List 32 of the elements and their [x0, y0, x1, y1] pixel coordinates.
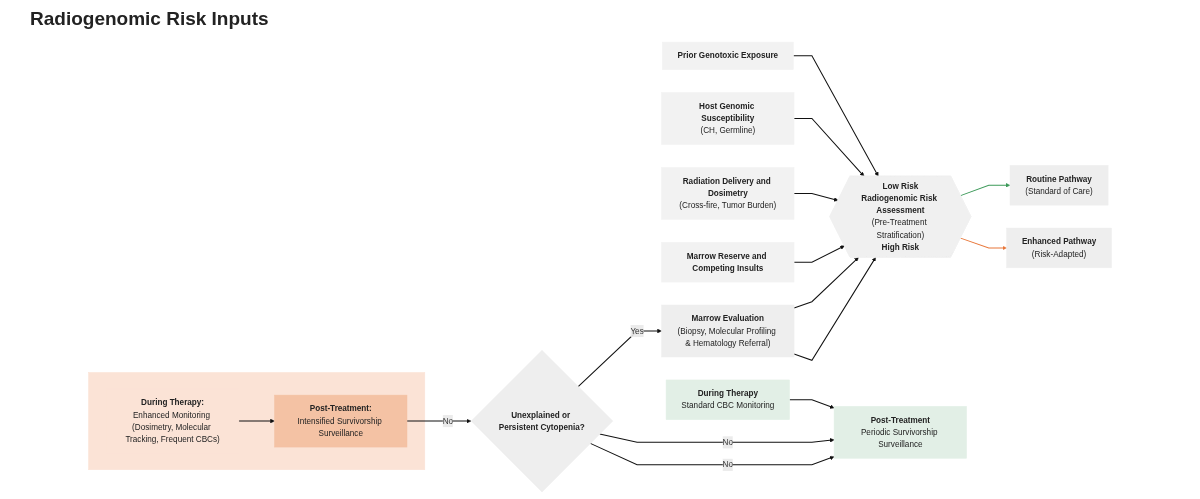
arrow	[589, 442, 835, 466]
node-box: Marrow Reserve and Competing Insults	[661, 242, 795, 283]
node-box: Marrow Evaluation (Biopsy, Molecular Profiling & Hematology Referral)	[661, 304, 795, 358]
arrow	[789, 399, 835, 409]
edge-label: No	[722, 437, 734, 447]
node-box: During Therapy Standard CBC Monitoring	[665, 379, 790, 420]
node-box: Routine Pathway (Standard of Care)	[1009, 165, 1109, 206]
edge-label: Yes	[630, 326, 644, 336]
arrow	[960, 183, 1011, 197]
node-box: Radiation Delivery and Dosimetry (Cross-fire, Tumor Burden)	[661, 167, 795, 220]
arrow	[793, 118, 865, 177]
arrow	[793, 257, 859, 309]
node-box: Post-Treatment Periodic Survivorship Surveillance	[833, 406, 967, 459]
node-text: During Therapy: Enhanced Monitoring (Dosimetry, Molecular Tracking, Frequent CBCs)	[125, 398, 220, 444]
arrow	[793, 192, 839, 202]
edge-label: No	[722, 460, 734, 469]
arrow	[960, 237, 1007, 251]
arrow	[599, 433, 835, 443]
arrow	[238, 418, 275, 424]
edge-label: No	[442, 416, 454, 426]
arrow	[577, 328, 662, 388]
cluster	[88, 372, 426, 470]
node-diamond: Unexplained or Persistent Cytopenia?	[470, 350, 614, 493]
node-box: Host Genomic Susceptibility (CH, Germline)	[661, 92, 795, 145]
arrow	[792, 55, 879, 177]
arrow	[793, 257, 876, 361]
node-box: Enhanced Pathway (Risk-Adapted)	[1006, 227, 1112, 269]
arrow	[406, 418, 472, 424]
diagram-title: Radiogenomic Risk Inputs	[30, 8, 269, 30]
node-box: Post-Treatment: Intensified Survivorship Surveillance	[274, 394, 408, 448]
arrow	[793, 245, 845, 263]
node-box: Prior Genotoxic Exposure	[662, 41, 794, 70]
